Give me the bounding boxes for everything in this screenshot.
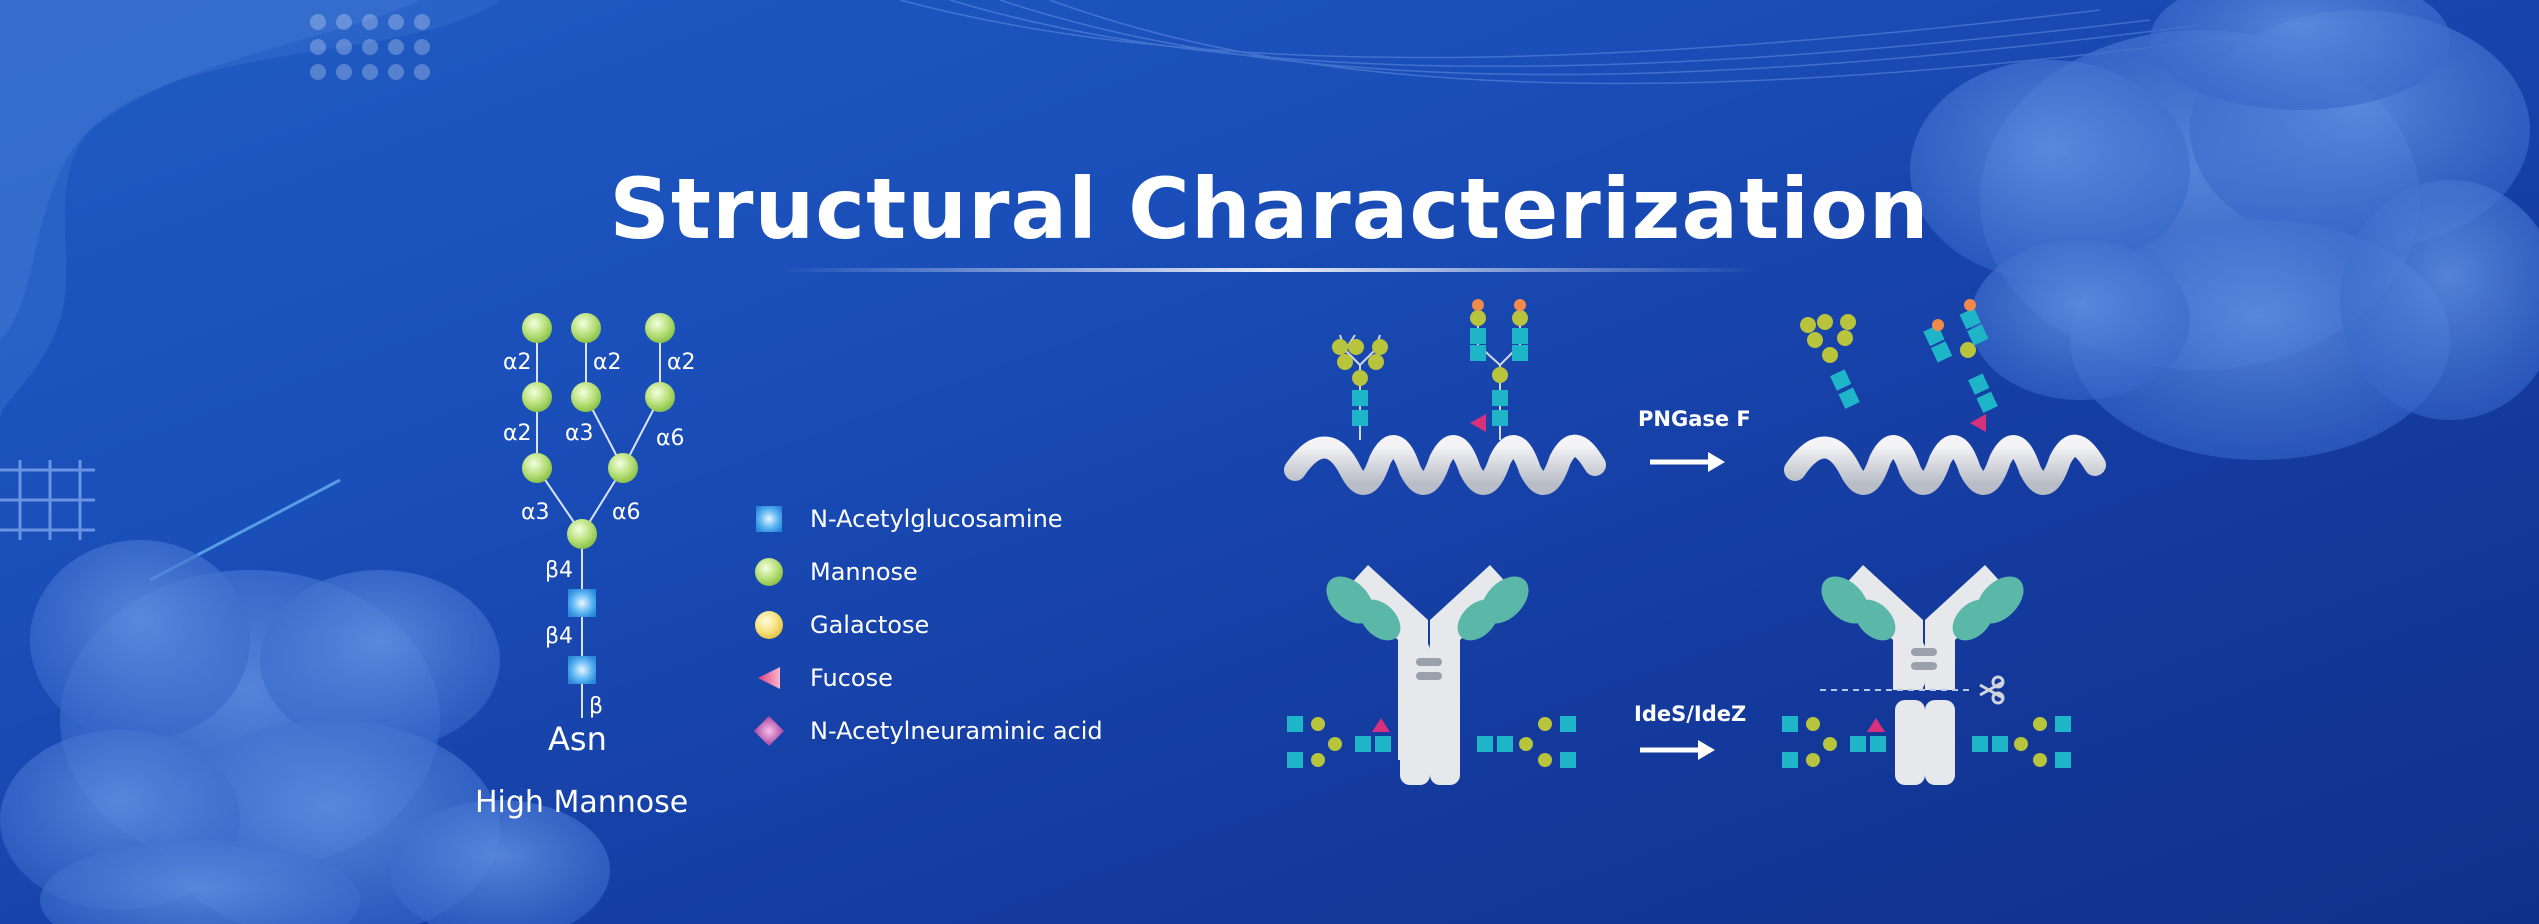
glycoprotein-after <box>1795 299 2095 484</box>
linkage-label: α2 <box>593 350 622 375</box>
legend-item-galactose: Galactose <box>750 605 929 645</box>
glcnac-node <box>568 589 596 617</box>
linkage-label: α3 <box>521 500 550 525</box>
mannose-node <box>522 313 552 343</box>
antibody-after <box>1782 565 2071 785</box>
mannose-node <box>645 382 675 412</box>
glycan-name: High Mannose <box>475 785 689 820</box>
mannose-node <box>522 382 552 412</box>
page-title: Structural Characterization <box>609 160 1930 258</box>
galactose-circle-icon <box>755 611 783 639</box>
linkage-label: α2 <box>503 421 532 446</box>
legend-item-glcnac: N-Acetylglucosamine <box>750 499 1063 539</box>
legend-item-fucose: Fucose <box>750 658 893 698</box>
asn-label: Asn <box>548 720 607 758</box>
mannose-node <box>571 313 601 343</box>
linkage-label: β4 <box>545 624 574 649</box>
legend-item-sialic-acid: N-Acetylneuraminic acid <box>750 711 1103 751</box>
mannose-node <box>645 313 675 343</box>
mannose-node <box>522 453 552 483</box>
linkage-label: β <box>589 694 604 719</box>
arrow-right-icon <box>1640 740 1715 760</box>
linkage-label: α6 <box>656 426 685 451</box>
linkage-label: α6 <box>612 500 641 525</box>
mannose-node <box>608 453 638 483</box>
mannose-node <box>567 519 597 549</box>
linkage-label: α3 <box>565 421 594 446</box>
linkage-label: β4 <box>545 558 574 583</box>
legend-item-mannose: Mannose <box>750 552 918 592</box>
mannose-circle-icon <box>755 558 783 586</box>
scissors-icon <box>1979 675 2005 705</box>
title-underline <box>780 268 1760 272</box>
enzyme-label-ides: IdeS/IdeZ <box>1634 702 1747 726</box>
fucose-triangle-icon <box>758 667 780 689</box>
glycoprotein-before <box>1295 299 1595 484</box>
glcnac-node <box>568 656 596 684</box>
enzyme-label-pngase: PNGase F <box>1638 407 1751 431</box>
sialic-acid-diamond-icon <box>754 716 784 746</box>
mannose-node <box>571 382 601 412</box>
linkage-label: α2 <box>667 350 696 375</box>
arrow-right-icon <box>1650 452 1725 472</box>
glcnac-square-icon <box>756 506 782 532</box>
linkage-label: α2 <box>503 350 532 375</box>
antibody-before <box>1287 565 1576 785</box>
